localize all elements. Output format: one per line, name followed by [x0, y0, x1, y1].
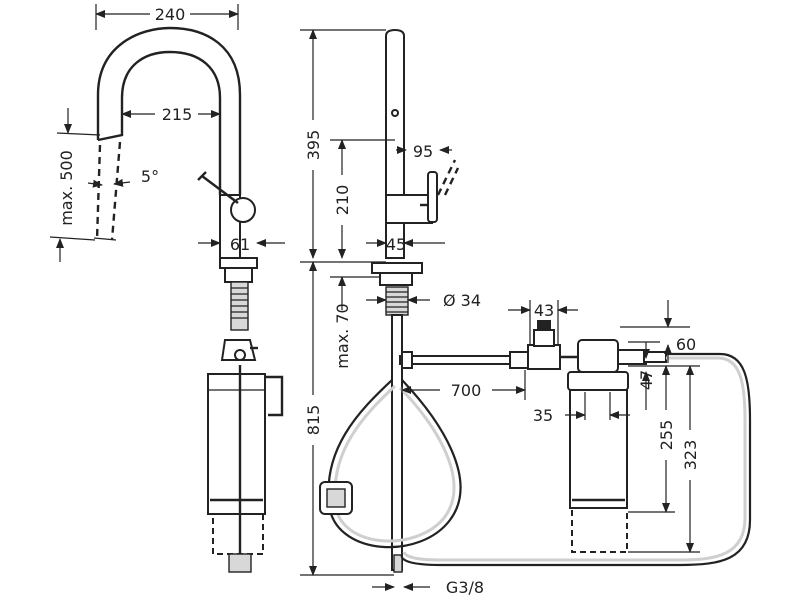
dim-61: 61 [230, 235, 250, 254]
tee-fitting [401, 351, 413, 369]
dim-95: 95 [413, 142, 433, 161]
lever-handle [201, 175, 239, 204]
dim-5deg: 5° [141, 167, 159, 186]
dim-35: 35 [533, 406, 553, 425]
dim-323: 323 [681, 440, 700, 471]
dim-dia34: Ø 34 [443, 291, 481, 310]
dim-47: 47 [637, 370, 656, 390]
dim-45: 45 [386, 235, 406, 254]
dim-815: 815 [304, 405, 323, 436]
fitting-bottom [228, 553, 252, 573]
dim-700: 700 [451, 381, 482, 400]
lever-tip [197, 171, 207, 181]
side-view: 395 210 95 45 815 max. 70 Ø 34 G3/8 [300, 28, 752, 597]
pullout-dash-right [110, 141, 122, 241]
lever-hub [230, 197, 256, 223]
tap-flange [224, 267, 253, 283]
spray-head [97, 118, 124, 142]
filter-housing [207, 373, 266, 515]
lever-swing [436, 159, 457, 196]
housing-extension [212, 513, 264, 555]
housing-clip [265, 375, 284, 417]
side-body [385, 194, 433, 224]
spray-button [391, 109, 399, 117]
pullout-hose [327, 379, 462, 549]
pullout-dash-left [95, 144, 102, 241]
front-view: 240 215 max. 500 5° 61 [49, 4, 285, 573]
dim-240: 240 [155, 5, 186, 24]
side-base [371, 262, 423, 274]
tap-base [219, 257, 258, 269]
nut-hole [234, 349, 246, 361]
dim-255: 255 [657, 420, 676, 451]
dim-43: 43 [534, 301, 554, 320]
dim-60: 60 [676, 335, 696, 354]
connection-hose [399, 355, 526, 365]
outlet-fitting [643, 351, 667, 363]
side-lever [427, 171, 438, 223]
dim-215: 215 [162, 105, 193, 124]
filter-head [577, 339, 619, 373]
dim-max70: max. 70 [333, 303, 352, 368]
tube-end [393, 554, 403, 573]
valve-cap [533, 329, 555, 347]
cartridge-change-space [571, 507, 628, 553]
side-thread-lines [386, 291, 408, 313]
supply-tube [391, 314, 403, 571]
dim-210: 210 [333, 185, 352, 216]
filter-cap [567, 371, 629, 391]
dim-395: 395 [304, 130, 323, 161]
dim-g38: G3/8 [446, 578, 484, 597]
side-shank [385, 286, 409, 316]
valve-body [527, 344, 561, 370]
thread-lines [231, 287, 248, 319]
pullout-end [93, 237, 117, 241]
spout-outer [96, 26, 242, 195]
spout-inner [120, 50, 222, 195]
outlet-hose [400, 352, 752, 567]
filter-cartridge [569, 389, 628, 509]
dim-max500: max. 500 [57, 150, 76, 226]
